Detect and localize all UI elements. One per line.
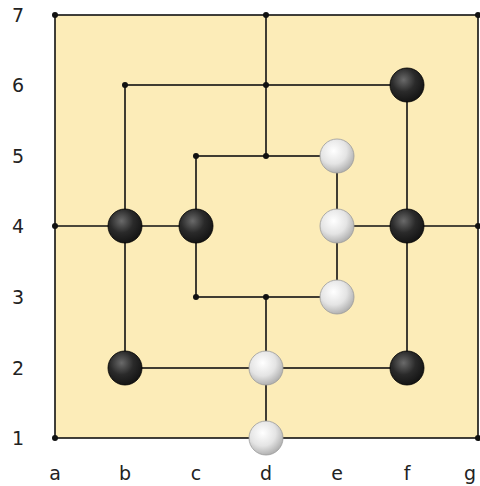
column-letter: e	[331, 464, 343, 483]
column-letter: f	[404, 464, 411, 483]
row-number: 7	[12, 6, 24, 25]
white-pieces	[249, 139, 354, 455]
column-letter: a	[49, 464, 61, 483]
board-points	[52, 12, 480, 441]
row-number: 5	[12, 147, 24, 166]
board-ground	[55, 15, 478, 438]
black-pieces	[108, 68, 424, 385]
column-letter: g	[464, 464, 476, 483]
row-number: 4	[12, 217, 24, 236]
row-number: 6	[12, 76, 24, 95]
row-number: 2	[12, 359, 24, 378]
board-lines	[55, 15, 478, 438]
row-number: 3	[12, 288, 24, 307]
row-number: 1	[12, 429, 24, 448]
column-letter: c	[191, 464, 201, 483]
column-letter: d	[260, 464, 272, 483]
column-letter: b	[119, 464, 131, 483]
